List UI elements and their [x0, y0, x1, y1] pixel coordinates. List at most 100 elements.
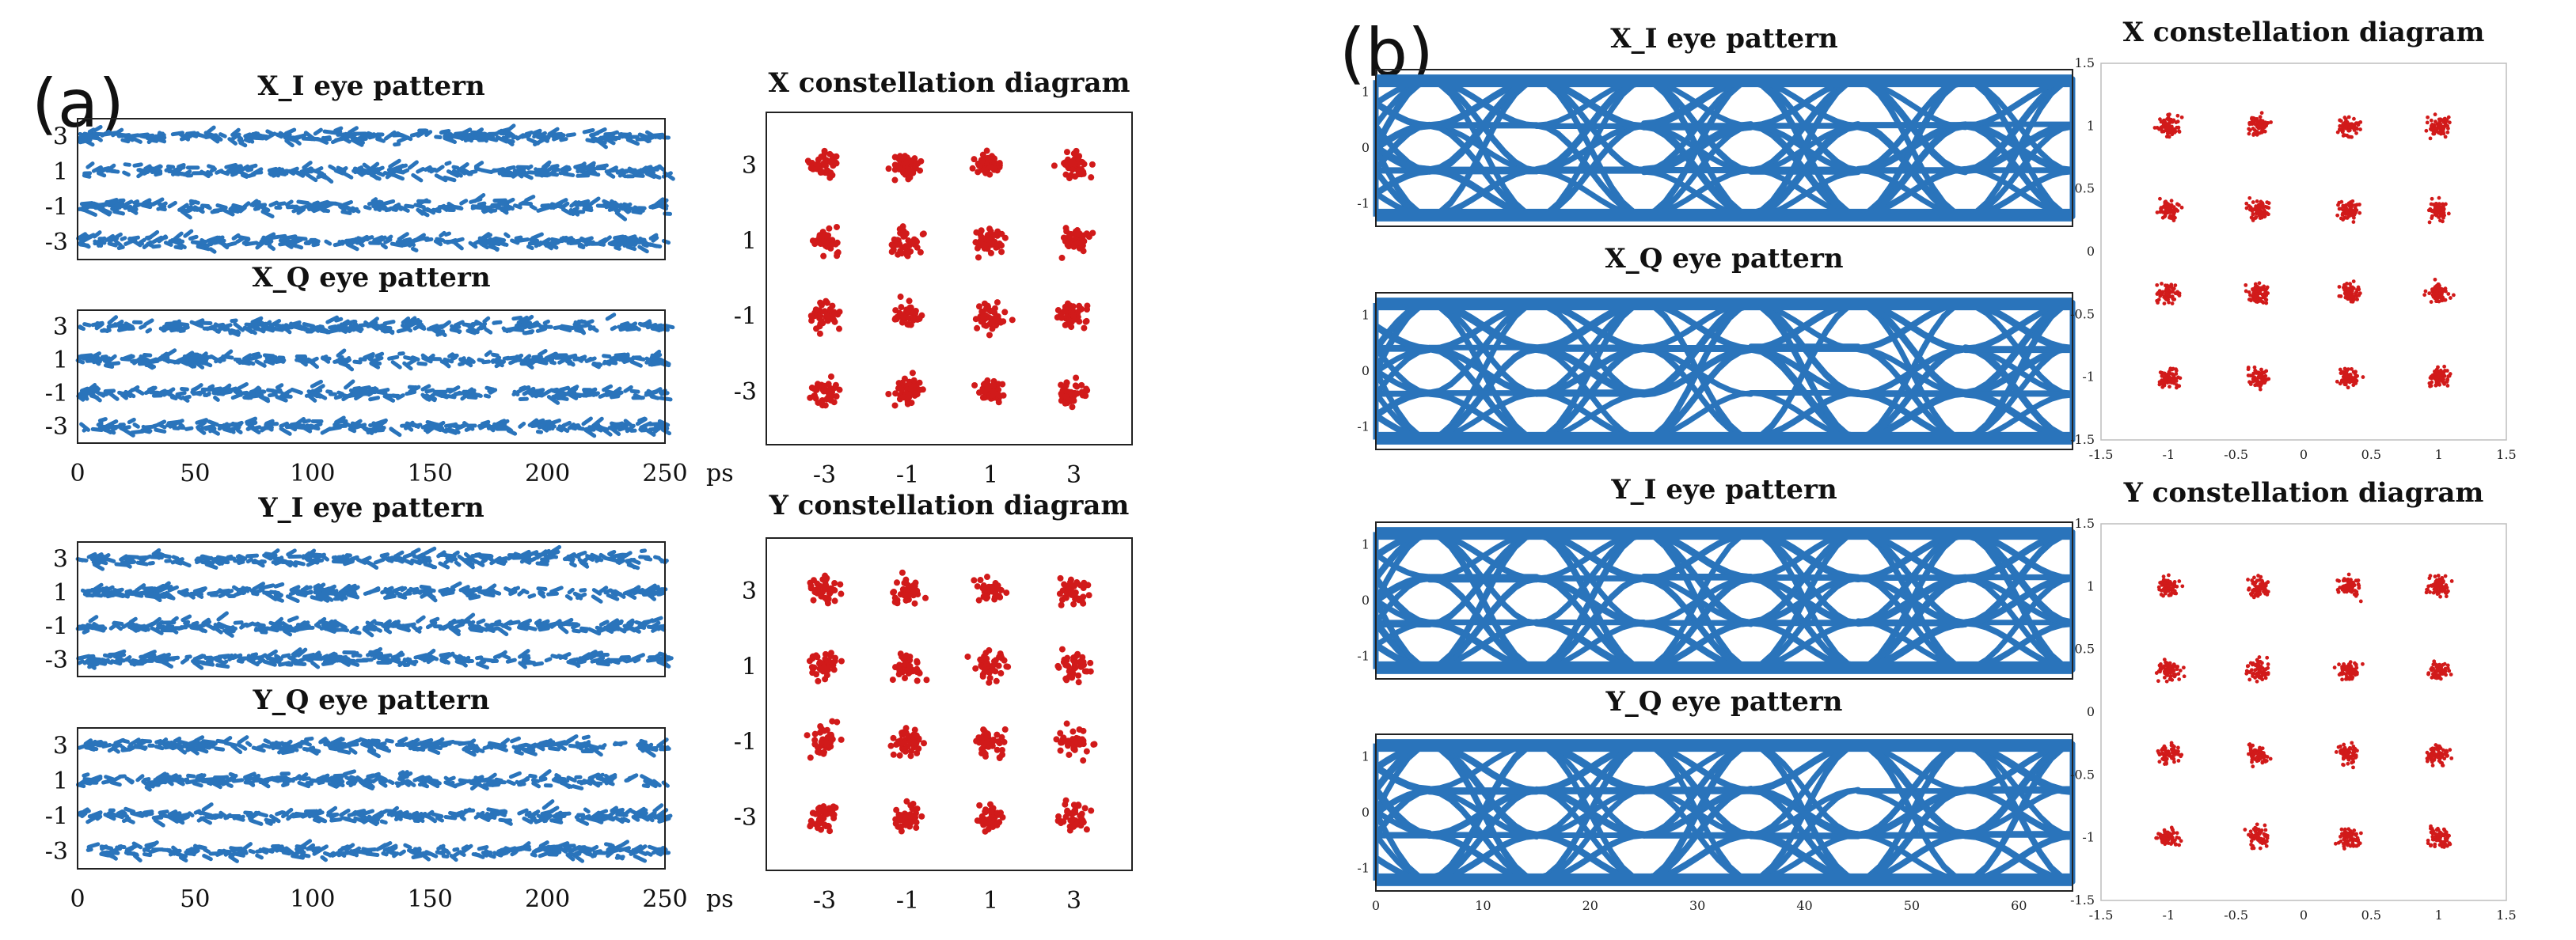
eye-sample [296, 585, 310, 596]
eye-sample [568, 744, 579, 749]
chart-title: X_Q eye pattern [252, 262, 490, 294]
constellation-point [896, 667, 903, 674]
eye-sample [583, 161, 596, 171]
eye-sample [563, 846, 572, 851]
eye-sample [287, 615, 299, 623]
constellation-point [1073, 580, 1080, 587]
eye-sample [479, 626, 488, 632]
eye-sample [553, 202, 563, 208]
eye-sample [151, 548, 161, 556]
eye-sample [363, 205, 372, 210]
eye-sample [241, 353, 253, 361]
eye-sample [474, 205, 490, 210]
eye-sample [362, 816, 373, 824]
eye-sample [284, 846, 296, 856]
eye-sample [268, 319, 282, 328]
constellation-point [835, 325, 842, 332]
eye-sample [115, 658, 123, 665]
eye-sample [463, 612, 476, 623]
eye-sample [153, 583, 165, 593]
eye-sample [554, 813, 567, 819]
eye-sample [259, 320, 268, 328]
constellation-point [815, 586, 822, 593]
eye-sample [228, 855, 239, 863]
eye-sample [367, 357, 379, 365]
eye-sample [602, 354, 612, 359]
eye-sample [527, 556, 538, 563]
eye-sample [568, 390, 577, 396]
eye-sample [228, 629, 236, 634]
eye-sample [534, 618, 542, 625]
constellation-point [1073, 734, 1080, 741]
eye-sample [260, 210, 275, 219]
eye-sample [266, 359, 275, 366]
eye-sample [607, 551, 617, 559]
eye-sample [538, 776, 548, 783]
eye-sample [302, 322, 316, 328]
eye-sample [100, 658, 114, 665]
eye-sample [184, 131, 197, 136]
eye-sample [420, 384, 431, 392]
eye-sample [382, 320, 396, 326]
eye-sample [595, 775, 608, 783]
eye-sample [265, 626, 279, 633]
eye-sample [317, 199, 330, 207]
constellation-point [890, 246, 897, 253]
y-tick-label: -1 [45, 802, 68, 830]
eye-sample [434, 135, 443, 140]
eye-sample [241, 237, 251, 245]
eye-sample [570, 426, 578, 431]
eye-sample [484, 848, 493, 857]
eye-sample [264, 820, 273, 826]
eye-sample [560, 780, 572, 790]
eye-sample [401, 316, 411, 325]
constellation-point [821, 821, 828, 828]
eye-sample [162, 740, 174, 747]
eye-sample [349, 322, 359, 329]
eye-sample [458, 356, 466, 362]
eye-sample [473, 161, 484, 169]
eye-sample [421, 394, 430, 401]
eye-sample [161, 354, 170, 362]
eye-sample [95, 320, 103, 327]
eye-sample [151, 164, 162, 172]
eye-sample [369, 361, 381, 370]
eye-sample [183, 229, 194, 238]
eye-sample [555, 742, 568, 752]
eye-sample [309, 423, 321, 431]
constellation-point [900, 746, 907, 753]
constellation-point [811, 664, 818, 671]
eye-sample [175, 391, 187, 397]
eye-sample [650, 616, 663, 624]
eye-sample [132, 199, 140, 205]
constellation-point [1062, 171, 1070, 178]
eye-sample [356, 170, 364, 177]
eye-sample [448, 619, 463, 625]
eye-sample [294, 811, 308, 817]
eye-sample [591, 594, 603, 604]
eye-sample [287, 239, 298, 248]
eye-sample [244, 393, 253, 400]
eye-sample [161, 847, 172, 853]
eye-sample [461, 588, 472, 598]
eye-sample [310, 595, 324, 602]
eye-sample [129, 133, 140, 138]
eye-sample [443, 357, 454, 364]
eye-sample [235, 359, 245, 365]
eye-sample [268, 589, 281, 595]
eye-sample [225, 625, 235, 633]
eye-sample [423, 562, 438, 570]
eye-sample [96, 554, 105, 562]
constellation-point [827, 241, 834, 248]
eye-sample [145, 136, 155, 142]
eye-sample [352, 849, 361, 855]
constellation-point [917, 167, 924, 174]
eye-sample [135, 388, 145, 396]
eye-sample [177, 559, 192, 568]
eye-sample [366, 428, 377, 435]
eye-sample [288, 166, 299, 174]
constellation-point [829, 718, 836, 725]
eye-sample [112, 620, 124, 626]
eye-sample [280, 653, 291, 659]
